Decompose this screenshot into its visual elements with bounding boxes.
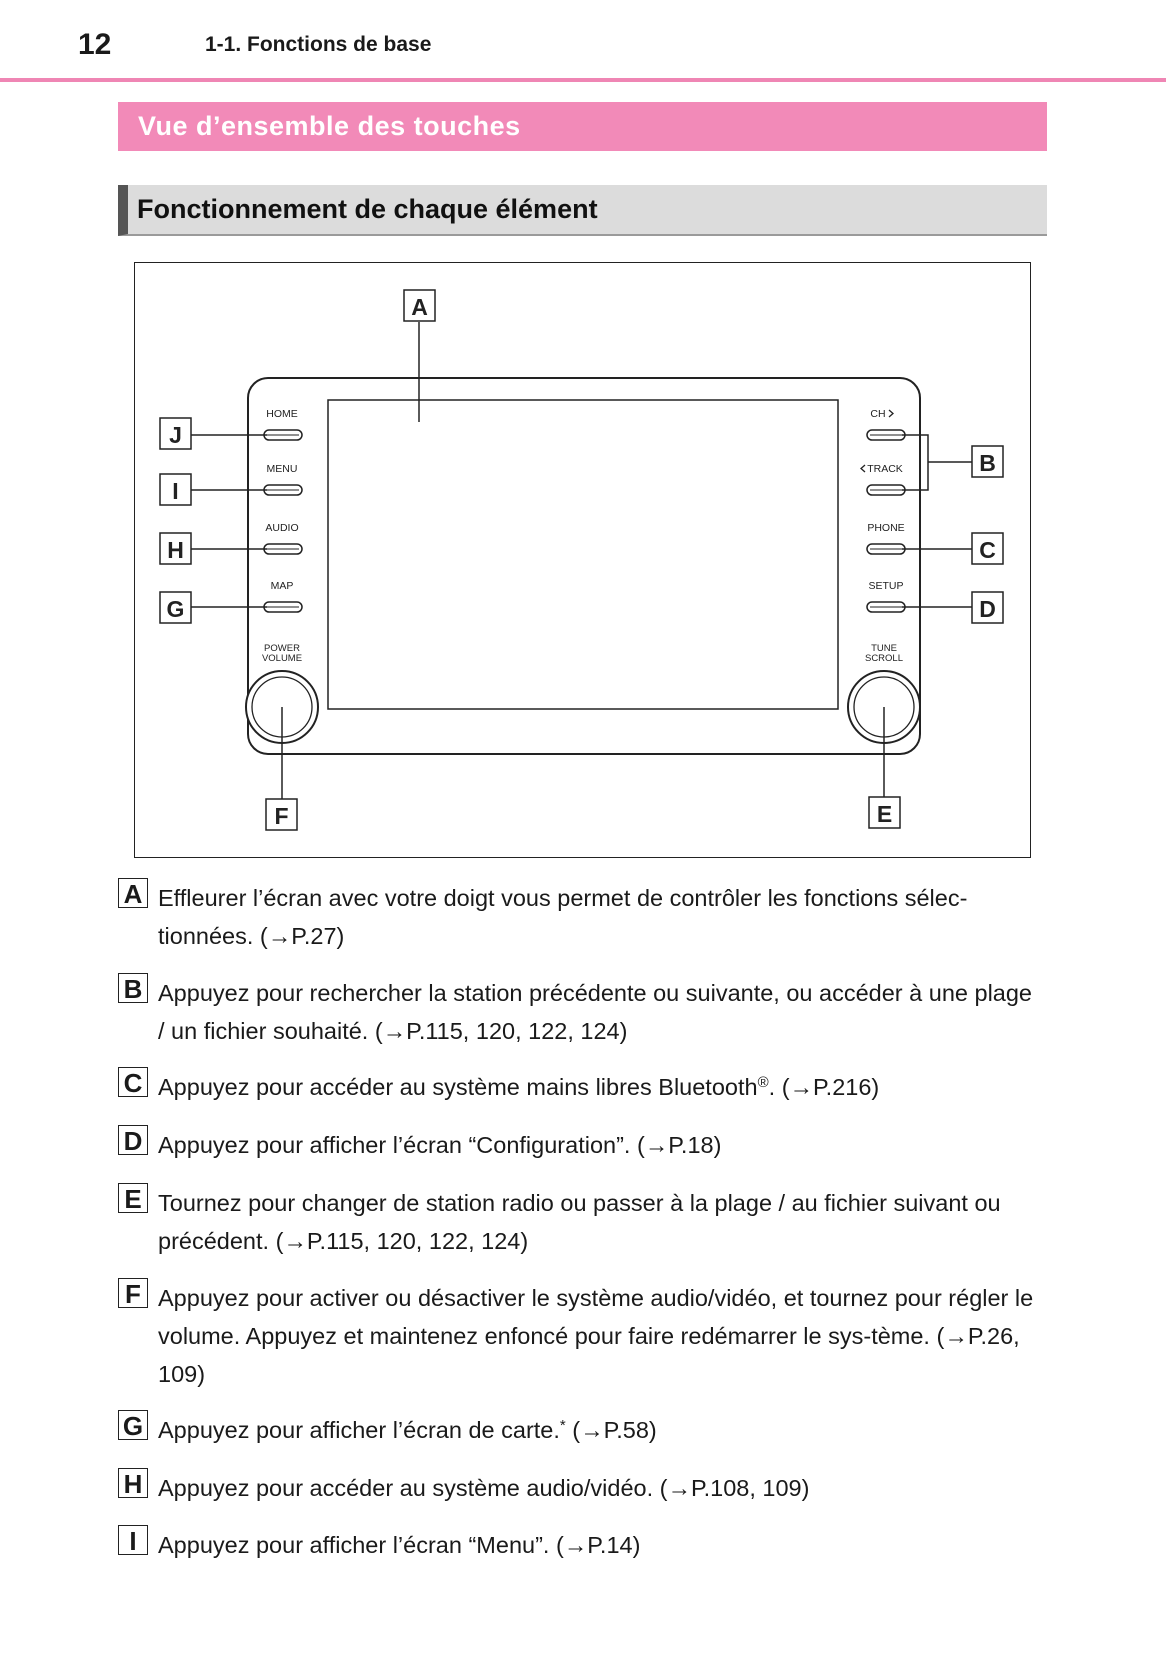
- volume-label: VOLUME: [262, 653, 302, 664]
- home-button-label: HOME: [266, 408, 298, 420]
- letter-badge: G: [118, 1410, 148, 1441]
- audio-button-label: AUDIO: [265, 522, 298, 534]
- callout-b-label: B: [979, 450, 996, 476]
- callout-j: J: [159, 417, 192, 450]
- callout-f-label: F: [274, 803, 288, 829]
- description-text: Appuyez pour activer ou désactiver le sy…: [158, 1285, 1034, 1387]
- description-text: Appuyez pour accéder au système mains li…: [158, 1068, 1043, 1106]
- audio-button: AUDIO: [263, 522, 303, 555]
- callout-d-label: D: [979, 596, 996, 622]
- head-unit-diagram: HOME MENU AUDIO MAP CH TRACK PHONE SETUP: [159, 289, 1004, 831]
- running-head: 1-1. Fonctions de base: [205, 33, 432, 56]
- menu-button: MENU: [263, 463, 303, 496]
- leader-lines: [215, 322, 972, 799]
- map-button: MAP: [263, 580, 303, 613]
- description-text: Appuyez pour afficher l’écran “Configura…: [158, 1132, 722, 1158]
- letter-badge: H: [118, 1468, 148, 1499]
- registered-mark: ®: [757, 1074, 769, 1091]
- callout-g: G: [159, 591, 192, 624]
- ch-button-label: CH: [870, 408, 885, 420]
- phone-button: PHONE: [866, 522, 906, 555]
- figure-frame: [134, 262, 1031, 858]
- head-unit-body: [247, 377, 921, 755]
- letter-badge: F: [118, 1278, 148, 1309]
- page-number: 12: [78, 28, 112, 61]
- tune-label: TUNE: [871, 643, 897, 654]
- callout-a-label: A: [411, 294, 428, 320]
- header-rule: [0, 78, 1166, 82]
- description-text-ref: . (→P.216): [768, 1074, 880, 1100]
- callout-d: D: [971, 591, 1004, 624]
- description-text-main: Appuyez pour accéder au système mains li…: [158, 1074, 758, 1100]
- callout-c-label: C: [979, 537, 996, 563]
- callout-f: F: [265, 798, 298, 831]
- callout-g-label: G: [167, 596, 185, 622]
- callout-b: B: [971, 445, 1004, 478]
- track-button-label: TRACK: [867, 463, 903, 475]
- description-text: Appuyez pour accéder au système audio/vi…: [158, 1475, 810, 1501]
- section-title: Vue d’ensemble des touches: [118, 102, 1047, 151]
- description-text-main: Appuyez pour afficher l’écran de carte.: [158, 1417, 560, 1443]
- menu-button-label: MENU: [267, 463, 298, 475]
- map-button-label: MAP: [271, 580, 294, 592]
- callout-i: I: [159, 473, 192, 506]
- letter-badge: A: [118, 878, 148, 909]
- description-text: Appuyez pour afficher l’écran de carte.*…: [158, 1411, 1043, 1449]
- callout-e: E: [868, 796, 901, 829]
- power-label: POWER: [264, 643, 300, 654]
- callout-a: A: [403, 289, 436, 322]
- letter-badge: D: [118, 1125, 148, 1156]
- touch-screen: [327, 399, 839, 710]
- home-button: HOME: [263, 408, 303, 441]
- setup-button: SETUP: [866, 580, 906, 613]
- ch-button: CH: [866, 408, 906, 441]
- callout-h-label: H: [167, 537, 184, 563]
- description-text: Tournez pour changer de station radio ou…: [158, 1190, 1001, 1254]
- letter-badge: I: [118, 1525, 148, 1556]
- chevron-left-icon: [860, 464, 866, 473]
- chevron-right-icon: [888, 409, 894, 418]
- callout-h: H: [159, 532, 192, 565]
- description-text: Appuyez pour afficher l’écran “Menu”. (→…: [158, 1532, 641, 1558]
- description-text: Effleurer l’écran avec votre doigt vous …: [158, 885, 968, 949]
- letter-badge: B: [118, 973, 148, 1004]
- subsection-title: Fonctionnement de chaque élément: [118, 185, 1047, 236]
- letter-badge: E: [118, 1183, 148, 1214]
- track-button: TRACK: [860, 463, 906, 496]
- letter-badge: C: [118, 1067, 148, 1098]
- callout-i-label: I: [172, 478, 178, 504]
- footnote-asterisk: *: [559, 1417, 566, 1434]
- scroll-label: SCROLL: [865, 653, 903, 664]
- callout-j-label: J: [169, 422, 182, 448]
- description-text: Appuyez pour rechercher la station précé…: [158, 980, 1032, 1044]
- phone-button-label: PHONE: [867, 522, 904, 534]
- setup-button-label: SETUP: [868, 580, 903, 592]
- description-text-ref: (→P.58): [565, 1417, 657, 1443]
- callout-e-label: E: [877, 801, 892, 827]
- callout-c: C: [971, 532, 1004, 565]
